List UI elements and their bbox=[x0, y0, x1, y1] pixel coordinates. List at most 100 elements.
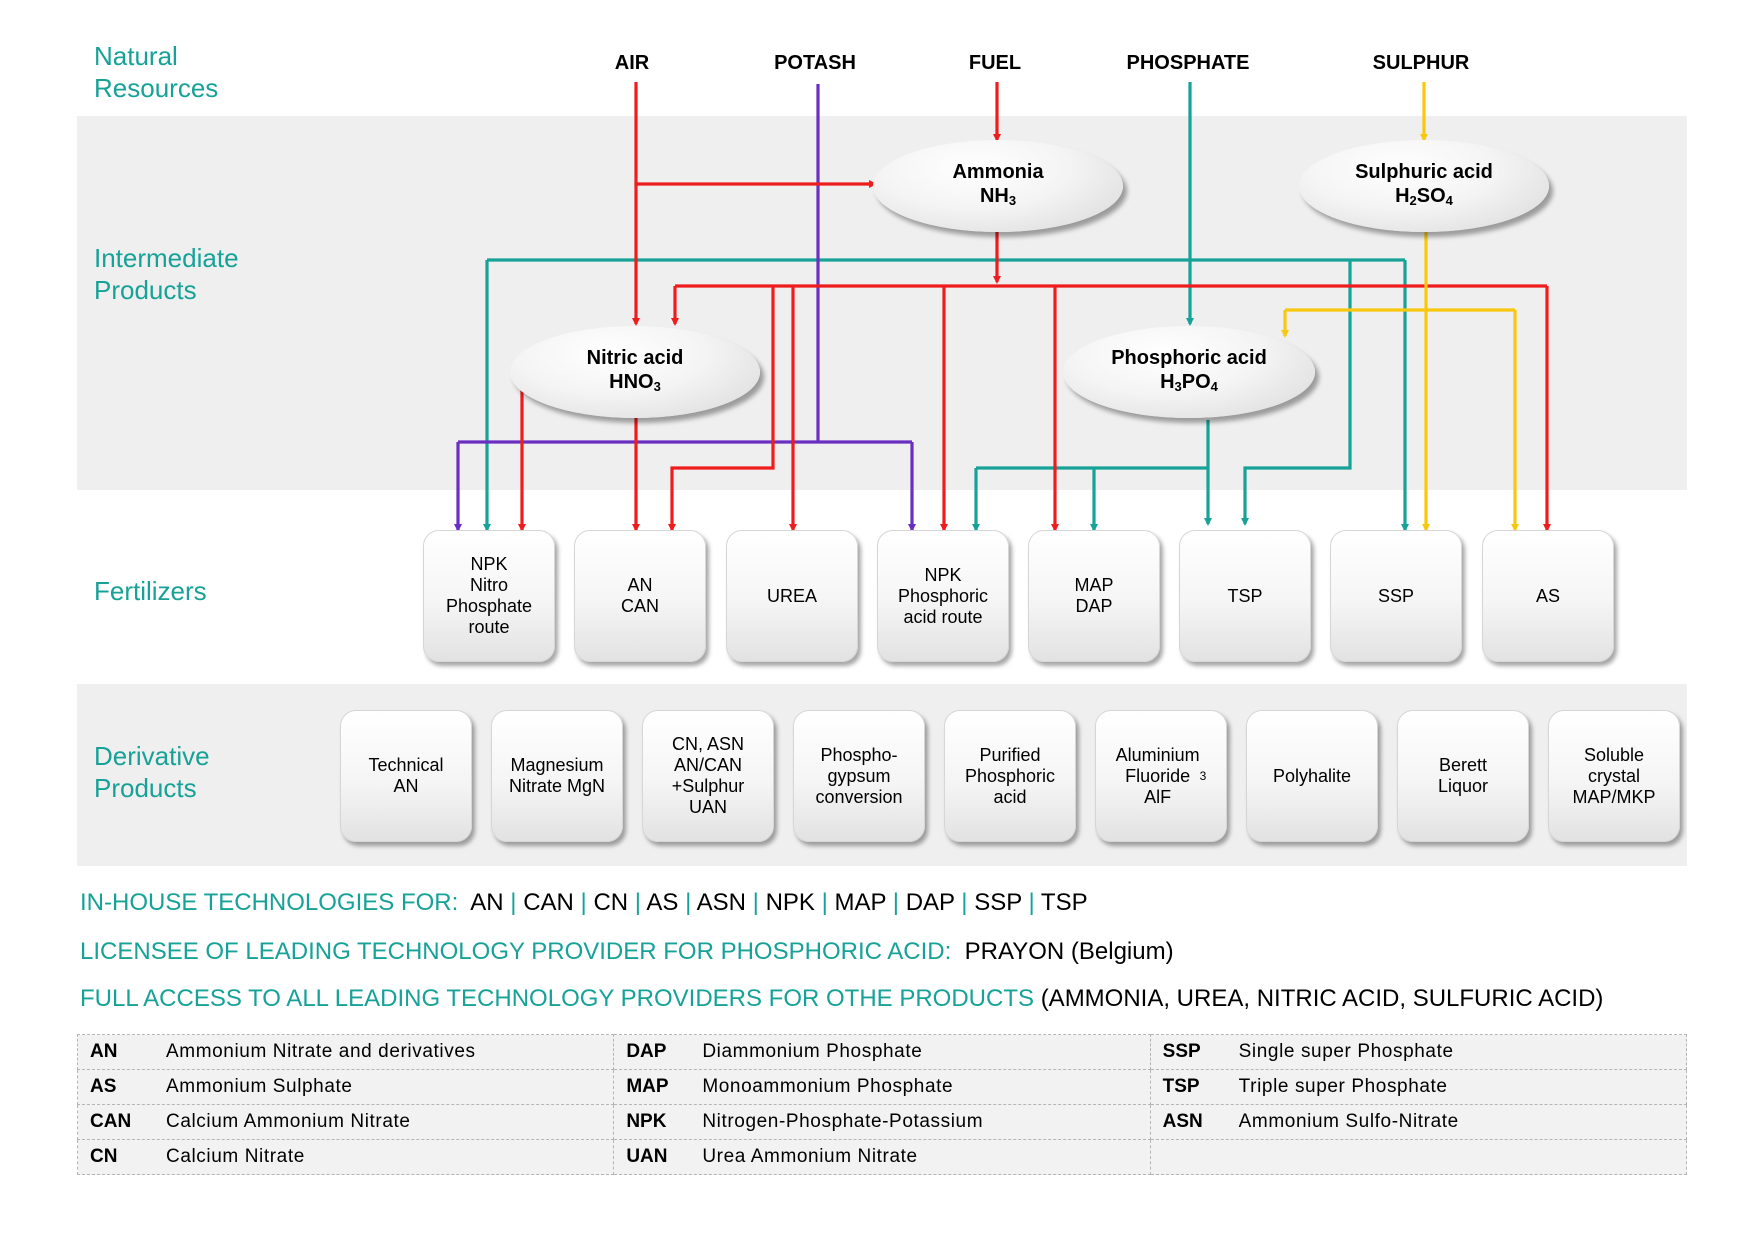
derivative-products-label: Derivative Products bbox=[94, 741, 210, 803]
legend-definition: Nitrogen-Phosphate-Potassium bbox=[702, 1111, 984, 1132]
nitric-acid-node: Nitric acid HNO3 bbox=[510, 326, 760, 418]
derivative-magnesium-nitrate: Magnesium Nitrate MgN bbox=[491, 710, 623, 842]
technology-separator: | bbox=[746, 889, 766, 916]
ammonia-formula: NH3 bbox=[979, 184, 1017, 208]
technology-separator: | bbox=[573, 889, 594, 916]
ammonia-node: Ammonia NH3 bbox=[873, 140, 1123, 232]
legend-cell: AS Ammonium Sulphate bbox=[76, 1069, 615, 1105]
technology-separator: | bbox=[1021, 889, 1041, 916]
legend-abbreviation: AS bbox=[90, 1076, 117, 1097]
legend-abbreviation: CN bbox=[90, 1146, 118, 1167]
technology-item: CN bbox=[593, 889, 629, 916]
derivative-soluble-crystal: Soluble crystal MAP/MKP bbox=[1548, 710, 1680, 842]
full-access-line: FULL ACCESS TO ALL LEADING TECHNOLOGY PR… bbox=[80, 984, 1603, 1014]
technology-separator: | bbox=[503, 889, 524, 916]
technology-item: SSP bbox=[974, 889, 1022, 916]
fertilizer-urea: UREA bbox=[726, 530, 858, 662]
legend-abbreviation: CAN bbox=[90, 1111, 132, 1132]
resource-potash: POTASH bbox=[774, 52, 856, 74]
nitric-acid-formula: HNO3 bbox=[609, 370, 661, 394]
nitric-acid-name: Nitric acid bbox=[586, 346, 684, 369]
intermediate-products-label: Intermediate Products bbox=[94, 243, 239, 305]
technology-item: TSP bbox=[1040, 889, 1088, 916]
phosphoric-acid-name: Phosphoric acid bbox=[1111, 346, 1267, 369]
legend-abbreviation: SSP bbox=[1162, 1041, 1201, 1062]
fertilizer-an-can: AN CAN bbox=[574, 530, 706, 662]
full-access-value: (AMMONIA, UREA, NITRIC ACID, SULFURIC AC… bbox=[1040, 985, 1604, 1012]
ammonia-name: Ammonia bbox=[952, 160, 1044, 183]
legend-cell: MAP Monoammonium Phosphate bbox=[613, 1069, 1151, 1105]
derivative-technical-an: Technical AN bbox=[340, 710, 472, 842]
legend-abbreviation: ASN bbox=[1162, 1111, 1203, 1132]
resource-fuel: FUEL bbox=[968, 52, 1022, 74]
legend-abbreviation: UAN bbox=[626, 1146, 668, 1167]
technology-separator: | bbox=[954, 889, 975, 916]
flow-teal-to-tsp bbox=[1241, 260, 1352, 526]
fertilizer-ssp: SSP bbox=[1330, 530, 1462, 662]
derivative-polyhalite: Polyhalite bbox=[1246, 710, 1378, 842]
in-house-items: AN | CAN | CN | AS | ASN | NPK | MAP | D… bbox=[470, 889, 1087, 916]
legend-definition: Diammonium Phosphate bbox=[702, 1041, 923, 1062]
legend-row: CAN Calcium Ammonium Nitrate NPK Nitrogen-P… bbox=[76, 1104, 1688, 1140]
technology-separator: | bbox=[886, 889, 906, 916]
licensee-label: LICENSEE OF LEADING TECHNOLOGY PROVIDER … bbox=[80, 938, 952, 965]
legend-row: AS Ammonium Sulphate MAP Monoammonium Phosp… bbox=[76, 1069, 1688, 1105]
fertilizer-map-dap: MAP DAP bbox=[1028, 530, 1160, 662]
legend-row: CN Calcium Nitrate UAN Urea Ammonium Nitrat… bbox=[76, 1139, 1688, 1175]
derivative-purified-phosphoric: Purified Phosphoric acid bbox=[944, 710, 1076, 842]
derivative-cn-asn: CN, ASN AN/CAN +Sulphur UAN bbox=[642, 710, 774, 842]
legend-cell: DAP Diammonium Phosphate bbox=[613, 1034, 1151, 1070]
technology-item: NPK bbox=[765, 889, 815, 916]
legend-abbreviation: DAP bbox=[626, 1041, 667, 1062]
legend-cell: CN Calcium Nitrate bbox=[76, 1139, 615, 1175]
derivative-berett-liquor: Berett Liquor bbox=[1397, 710, 1529, 842]
natural-resources-label: Natural Resources bbox=[94, 41, 219, 103]
legend-definition: Calcium Nitrate bbox=[166, 1146, 305, 1167]
fertilizers-label: Fertilizers bbox=[94, 576, 207, 606]
legend-definition: Ammonium Sulfo-Nitrate bbox=[1238, 1111, 1459, 1132]
legend-cell: ASN Ammonium Sulfo-Nitrate bbox=[1149, 1104, 1688, 1140]
legend-cell: CAN Calcium Ammonium Nitrate bbox=[76, 1104, 615, 1140]
legend-definition: Triple super Phosphate bbox=[1238, 1076, 1448, 1097]
technology-item: AS bbox=[646, 889, 679, 916]
technology-item: AN bbox=[470, 889, 504, 916]
fertilizer-tsp: TSP bbox=[1179, 530, 1311, 662]
in-house-technologies-line: IN-HOUSE TECHNOLOGIES FOR: AN | CAN | CN… bbox=[80, 888, 1088, 918]
legend-abbreviation: TSP bbox=[1162, 1076, 1200, 1097]
legend-definition: Urea Ammonium Nitrate bbox=[702, 1146, 918, 1167]
technology-item: ASN bbox=[696, 889, 747, 916]
fertilizer-as: AS bbox=[1482, 530, 1614, 662]
legend-abbreviation: AN bbox=[90, 1041, 118, 1062]
sulphuric-acid-name: Sulphuric acid bbox=[1355, 160, 1493, 183]
legend-definition: Ammonium Sulphate bbox=[166, 1076, 353, 1097]
legend-definition: Calcium Ammonium Nitrate bbox=[166, 1111, 411, 1132]
technology-item: DAP bbox=[905, 889, 955, 916]
technology-item: MAP bbox=[834, 889, 887, 916]
flow-ammonia-to-an bbox=[668, 286, 775, 532]
technology-separator: | bbox=[814, 889, 835, 916]
phosphoric-acid-formula: H3PO4 bbox=[1160, 370, 1218, 394]
legend-cell bbox=[1149, 1139, 1688, 1175]
technology-separator: | bbox=[628, 889, 647, 916]
derivative-phosphogypsum: Phospho- gypsum conversion bbox=[793, 710, 925, 842]
resource-air: AIR bbox=[614, 52, 650, 74]
fertilizer-npk-phosphoric: NPK Phosphoric acid route bbox=[877, 530, 1009, 662]
legend-abbreviation: NPK bbox=[626, 1111, 667, 1132]
legend-abbreviation: MAP bbox=[626, 1076, 669, 1097]
sulphuric-acid-node: Sulphuric acid H2SO4 bbox=[1299, 140, 1549, 232]
fertilizer-npk-nitro: NPK Nitro Phosphate route bbox=[423, 530, 555, 662]
resource-sulphur: SULPHUR bbox=[1372, 52, 1470, 74]
legend-cell: NPK Nitrogen-Phosphate-Potassium bbox=[613, 1104, 1151, 1140]
technology-item: CAN bbox=[523, 889, 574, 916]
legend-definition: Monoammonium Phosphate bbox=[702, 1076, 954, 1097]
legend-cell: UAN Urea Ammonium Nitrate bbox=[613, 1139, 1151, 1175]
licensee-value: PRAYON (Belgium) bbox=[964, 938, 1174, 965]
resource-phosphate: PHOSPHATE bbox=[1126, 52, 1250, 74]
full-access-label: FULL ACCESS TO ALL LEADING TECHNOLOGY PR… bbox=[80, 985, 1035, 1012]
